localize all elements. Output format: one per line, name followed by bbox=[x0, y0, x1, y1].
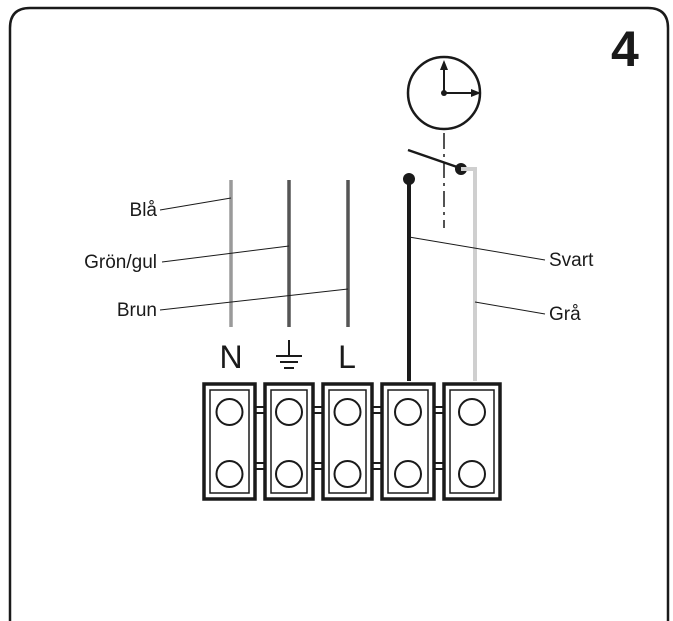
terminal-ground bbox=[263, 382, 315, 501]
terminal-neutral bbox=[202, 382, 257, 501]
label-green-yellow: Grön/gul bbox=[84, 252, 157, 273]
label-grey: Grå bbox=[549, 304, 581, 325]
leader-green-yellow bbox=[161, 245, 290, 263]
leader-brown bbox=[159, 288, 349, 311]
clock-icon bbox=[406, 55, 482, 131]
label-blue: Blå bbox=[130, 200, 158, 221]
timer-switch-icon bbox=[403, 133, 467, 228]
terminal-label-neutral: N bbox=[219, 339, 242, 375]
ground-symbol-icon bbox=[276, 340, 302, 369]
label-black: Svart bbox=[549, 250, 594, 271]
leader-black bbox=[408, 236, 546, 261]
step-number: 4 bbox=[611, 21, 639, 77]
terminal-grey bbox=[442, 382, 502, 501]
leader-grey bbox=[474, 301, 546, 315]
wire-grey bbox=[461, 167, 477, 381]
label-brown: Brun bbox=[117, 300, 157, 321]
leader-blue bbox=[159, 197, 232, 211]
terminal-live bbox=[321, 382, 374, 501]
terminal-label-live: L bbox=[338, 339, 356, 375]
terminal-black bbox=[380, 382, 436, 501]
diagram-frame bbox=[8, 6, 670, 621]
